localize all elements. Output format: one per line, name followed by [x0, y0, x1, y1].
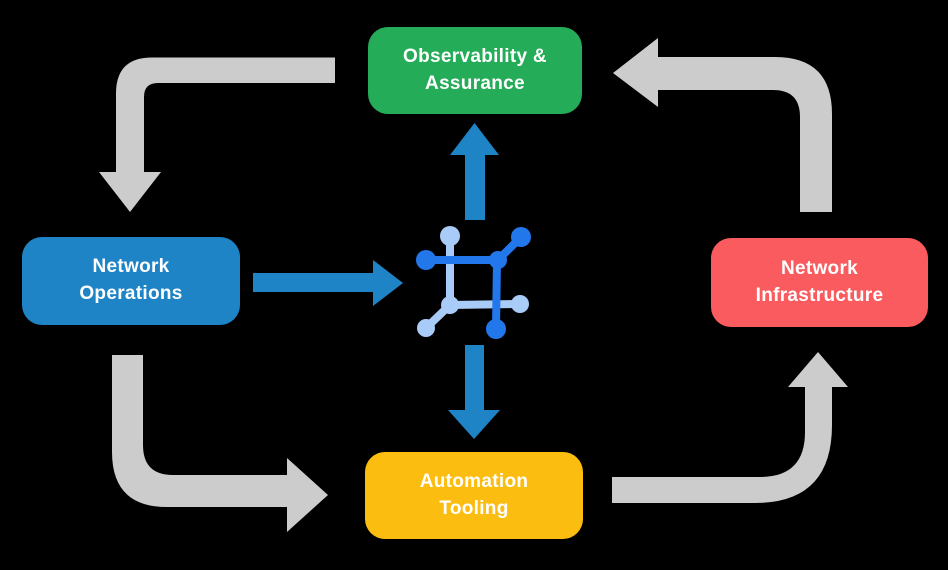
node-operations-label: Network Operations [79, 256, 183, 304]
node-network-infrastructure: Network Infrastructure [711, 238, 928, 327]
node-network-operations: Network Operations [22, 237, 240, 325]
arrow-operations-to-center [253, 260, 403, 306]
arrow-observability-to-operations [99, 57, 335, 212]
node-infrastructure-label: Network Infrastructure [755, 257, 884, 306]
node-automation-tooling: Automation Tooling [365, 452, 583, 539]
node-automation-label: Automation Tooling [419, 470, 529, 519]
arrow-center-to-observability [450, 123, 499, 220]
network-automation-icon [416, 226, 531, 339]
arrow-center-to-automation [448, 345, 500, 439]
node-observability-label: Observability & Assurance [403, 45, 547, 94]
arrow-automation-to-infrastructure [612, 352, 848, 503]
arrow-operations-to-automation [112, 355, 328, 532]
arrow-infrastructure-to-observability [613, 38, 832, 212]
node-observability-assurance: Observability & Assurance [368, 27, 582, 114]
